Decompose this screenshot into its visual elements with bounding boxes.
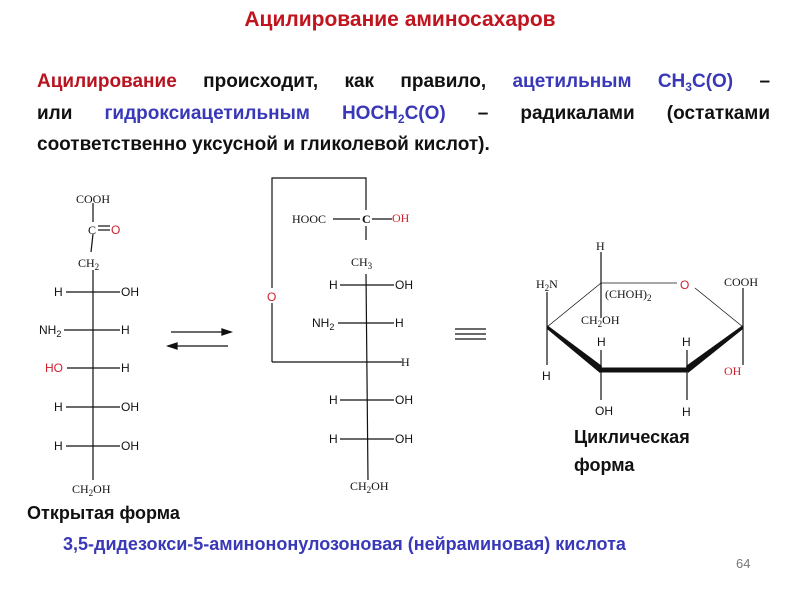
ch2oh-label: CH2OH	[581, 313, 620, 329]
substituent: H	[54, 439, 63, 453]
substituent: H	[401, 355, 410, 369]
substituent: OH	[395, 393, 413, 407]
slide-title: Ацилирование аминосахаров	[244, 8, 556, 31]
substituent: OH	[395, 432, 413, 446]
ch3-label: CH3	[351, 255, 373, 271]
substituent: H	[682, 335, 691, 349]
equilibrium-arrows	[165, 328, 234, 350]
ch2oh-label: CH2OH	[350, 479, 389, 495]
hemiketal-bonds	[271, 177, 402, 481]
substituent: OH	[595, 404, 613, 418]
text: происходит, как правило,	[203, 71, 487, 92]
paragraph-line-2: или гидроксиацетильным HOCH2C(O) – радик…	[37, 98, 770, 130]
ch2oh-label: CH2OH	[72, 482, 111, 498]
text: C(O)	[691, 71, 734, 92]
cooh-label: COOH	[724, 275, 758, 289]
page-number: 64	[736, 556, 751, 571]
chohx2-label: (CHOH)2	[605, 287, 652, 303]
substituent: H	[329, 432, 338, 446]
substituent: OH	[395, 278, 413, 292]
substituent: H	[54, 285, 63, 299]
text: ацетильным CH	[512, 71, 686, 92]
glycolyl-term: гидроксиацетильным HOCH2C(O)	[104, 102, 446, 126]
term-acylation: Ацилирование	[37, 71, 177, 92]
h2n-label: H2N	[536, 277, 558, 293]
paragraph-line-1: Ацилирование происходит, как правило, ац…	[37, 66, 770, 98]
nh2-label: NH2	[312, 316, 334, 332]
substituent: H	[121, 323, 130, 337]
open-form-bonds	[64, 203, 120, 480]
substituent: H	[682, 405, 691, 419]
substituent: OH	[121, 439, 139, 453]
substituent: H	[121, 361, 130, 375]
substituent: OH	[121, 285, 139, 299]
hooc-label: HOOC	[292, 212, 326, 226]
compound-name: 3,5-дидезокси-5-аминононулозоновая (нейр…	[63, 534, 626, 554]
nh2-label: NH2	[39, 323, 61, 339]
substituent: H	[54, 400, 63, 414]
substituent-red: HO	[45, 361, 63, 375]
intro-paragraph: Ацилирование происходит, как правило, ац…	[37, 66, 770, 161]
substituent: OH	[121, 400, 139, 414]
substituent: H	[329, 393, 338, 407]
dash: –	[759, 71, 771, 92]
carbon-label: C	[362, 212, 371, 226]
oxygen-label: O	[111, 223, 120, 237]
oh-red-label: OH	[724, 364, 742, 378]
substituent: H	[596, 239, 605, 253]
substituent: H	[395, 316, 404, 330]
text: гидроксиацетильным HOCH	[104, 102, 398, 124]
ring-oxygen: O	[267, 290, 276, 304]
equivalence-sign	[455, 328, 486, 340]
carbon-label: C	[88, 223, 96, 237]
haworth-ring	[546, 252, 744, 400]
subscript: 2	[397, 111, 405, 126]
text: – радикалами (остатками	[477, 102, 771, 124]
substituent: H	[597, 335, 606, 349]
acetyl-term: ацетильным CH3C(O)	[512, 71, 734, 94]
subscript: 3	[685, 80, 692, 94]
oh-label: OH	[392, 211, 410, 225]
text: C(O)	[404, 102, 446, 124]
substituent: H	[329, 278, 338, 292]
ring-oxygen: O	[680, 278, 689, 292]
open-form-label: Открытая форма	[27, 503, 180, 523]
text: или	[37, 102, 73, 124]
ch2-label: CH2	[78, 256, 99, 272]
cooh-label: COOH	[76, 192, 110, 206]
cyclic-form-label-1: Циклическая	[574, 427, 690, 447]
cyclic-form-label-2: форма	[574, 455, 635, 475]
paragraph-line-3: соответственно уксусной и гликолевой кис…	[37, 134, 490, 155]
substituent: H	[542, 369, 551, 383]
